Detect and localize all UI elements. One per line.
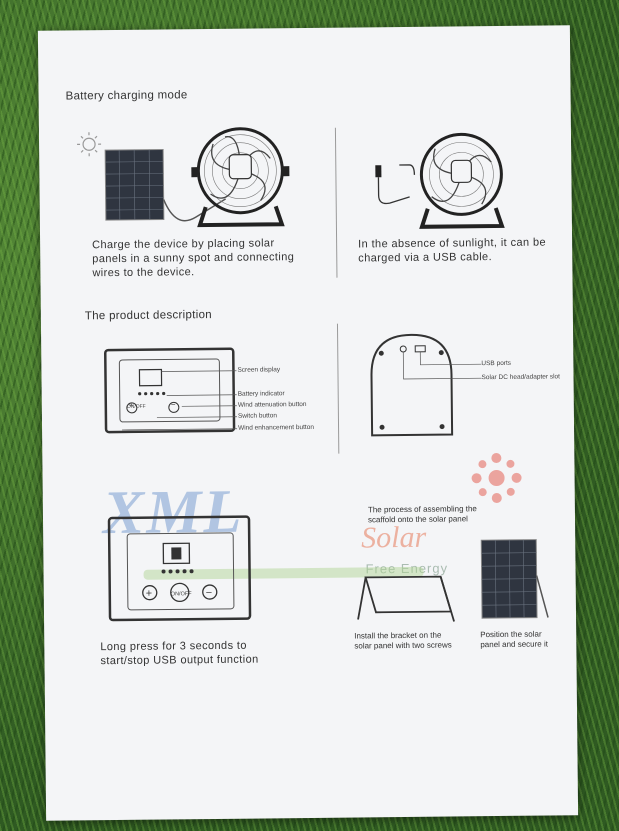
solar-panel-icon [104, 148, 165, 221]
label-wind-attenuation: Wind attenuation button [237, 401, 307, 409]
divider [336, 323, 340, 454]
battery-indicator-icon [161, 569, 194, 574]
heading-assembly: The process of assembling the scaffold o… [367, 504, 477, 525]
solar-charging-illustration [77, 127, 290, 228]
caption-solar-charge: Charge the device by placing solar panel… [92, 237, 295, 280]
minus-button-icon [168, 401, 180, 413]
caption-long-press: Long press for 3 seconds to start/stop U… [100, 639, 259, 668]
watermark-solar: Solar [361, 520, 427, 555]
minus-label: − [205, 587, 213, 600]
fan-icon [419, 132, 505, 229]
heading-product-description: The product description [84, 309, 213, 323]
minus-button-icon [202, 584, 218, 600]
positioned-solar-panel-illustration [480, 539, 549, 619]
sun-icon [77, 132, 102, 157]
on-off-label: ON/OFF [170, 591, 192, 598]
screen-display-icon [138, 368, 163, 387]
battery-indicator-icon [138, 391, 166, 396]
fan-icon [191, 127, 290, 228]
screen-display-icon [162, 542, 191, 565]
divider [334, 127, 338, 278]
back-ports-diagram [370, 333, 482, 437]
label-dc-slot: Solar DC head/adapter slot [481, 373, 560, 382]
label-switch-button: Switch button [237, 412, 277, 420]
instruction-sheet: Battery charging mode The product descri… [37, 25, 579, 821]
label-battery-indicator: Battery indicator [237, 390, 285, 398]
heading-charging-mode: Battery charging mode [65, 89, 188, 103]
leader-lines [122, 370, 238, 431]
plus-label: + [145, 587, 153, 600]
bracket-install-illustration [357, 575, 455, 622]
label-screen-display: Screen display [237, 366, 281, 374]
caption-install-bracket: Install the bracket on the solar panel w… [354, 630, 452, 651]
caption-usb-charge: In the absence of sunlight, it can be ch… [358, 236, 547, 265]
label-wind-enhancement: Wind enhancement button [238, 423, 314, 432]
plus-label: + [128, 400, 134, 410]
label-usb-ports: USB ports [481, 359, 512, 368]
plus-button-icon [142, 585, 158, 601]
cable-icon [162, 198, 227, 222]
usb-output-panel-diagram [107, 515, 252, 622]
control-panel-diagram [104, 347, 236, 434]
usb-cable-icon [375, 164, 416, 205]
plus-button-icon [126, 402, 138, 414]
usb-charging-illustration [375, 132, 505, 229]
caption-position-panel: Position the solar panel and secure it [480, 629, 548, 650]
watermark-sun-icon [471, 453, 522, 504]
power-button-icon [170, 582, 190, 603]
battery-icon [171, 547, 182, 560]
